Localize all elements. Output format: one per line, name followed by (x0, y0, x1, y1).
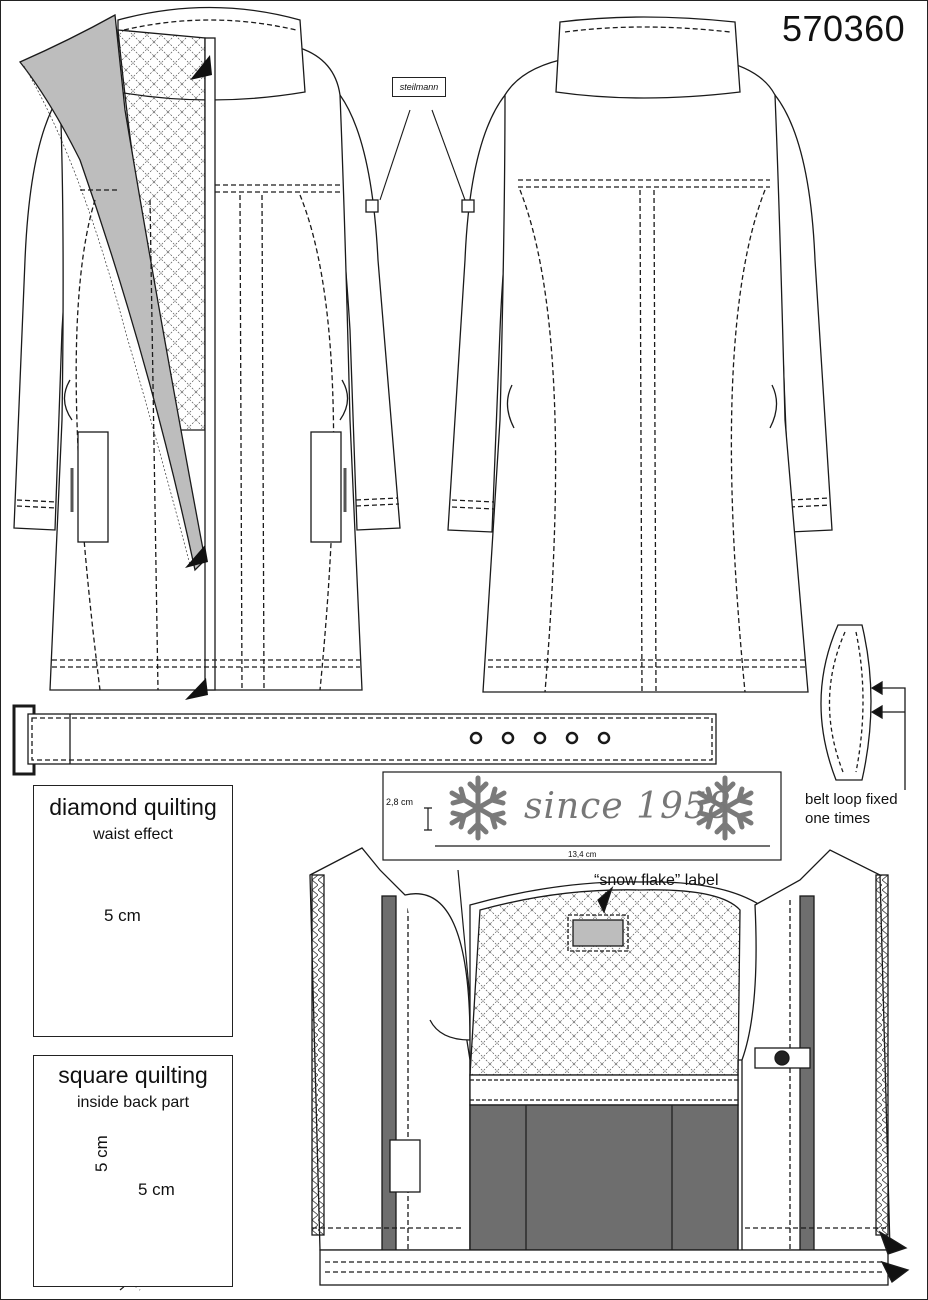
diamond-quilting-dimension: 5 cm (104, 906, 141, 925)
square-quilting-box: square quilting inside back part 5 cm 5 … (33, 1055, 233, 1287)
diamond-quilting-title: diamond quilting (49, 794, 217, 820)
arrow-marker-icon (870, 680, 883, 696)
back-collar (555, 16, 741, 99)
belt-loop-caption-line2: one times (805, 810, 871, 827)
button-icon (774, 1050, 790, 1066)
back-view (447, 16, 833, 693)
square-quilting-title: square quilting (58, 1062, 208, 1088)
inside-back-diamond-quilt (469, 889, 741, 1076)
square-quilting-dimension-vertical: 5 cm (92, 1135, 111, 1172)
arrow-marker-icon (870, 704, 883, 720)
back-body (482, 59, 809, 693)
front-zipper (204, 37, 216, 691)
belt-loop-caption: belt loop fixed one times (805, 790, 898, 828)
woven-label-height: 2,8 cm (386, 797, 414, 807)
brand-tag-pointers (379, 109, 466, 201)
arrow-marker-icon (597, 885, 614, 914)
woven-label-width: 13,4 cm (568, 850, 597, 859)
arrow-marker-icon (185, 545, 208, 568)
front-view (13, 6, 401, 691)
front-left-pocket (77, 431, 109, 543)
woven-label-script: since 1958 (524, 786, 732, 827)
front-zipper-markers (185, 55, 212, 700)
square-quilting-subtitle: inside back part (76, 1094, 190, 1111)
square-quilting-dimension-horizontal: 5 cm (138, 1180, 175, 1199)
belt-eyelets (469, 731, 611, 745)
arrow-marker-icon (185, 678, 208, 700)
eyelet-icon (597, 731, 611, 745)
eyelet-icon (501, 731, 515, 745)
diamond-quilting-box: diamond quilting waist effect 5 cm (33, 785, 233, 1037)
inside-back-dark-panel (469, 1104, 739, 1251)
arrow-marker-icon (190, 55, 212, 80)
eyelet-icon (469, 731, 483, 745)
front-right-pocket (310, 431, 342, 543)
eyelet-icon (565, 731, 579, 745)
snowflake-label-caption: “snow flake” label (594, 872, 719, 889)
brand-tag: steilmann (392, 77, 446, 97)
belt-loop-detail (820, 624, 906, 790)
eyelet-icon (533, 731, 547, 745)
diamond-quilting-subtitle: waist effect (93, 826, 173, 843)
woven-label (382, 771, 782, 1086)
arrow-marker-icon (880, 1260, 910, 1283)
inside-view (309, 847, 910, 1286)
belt-loop-caption-line1: belt loop fixed (805, 791, 898, 808)
style-number: 570360 (782, 8, 906, 49)
arrow-marker-icon (878, 1230, 908, 1255)
belt (12, 704, 717, 776)
